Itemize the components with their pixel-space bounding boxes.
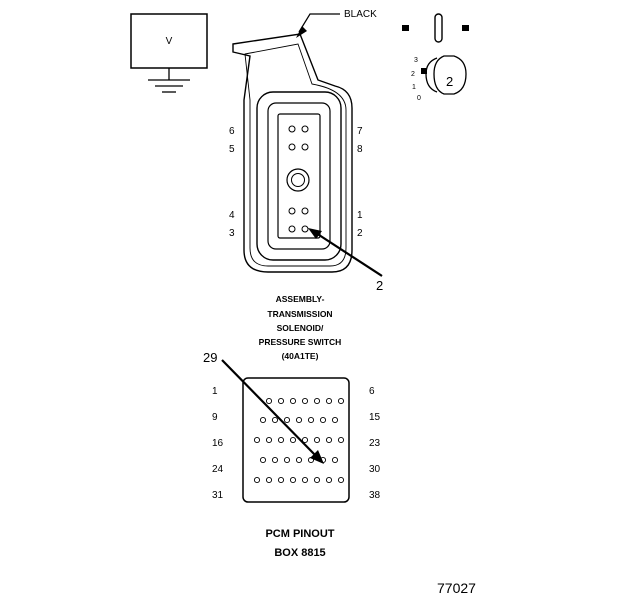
connector-caption: ASSEMBLY- TRANSMISSION SOLENOID/ PRESSUR…	[259, 294, 342, 361]
connector-callout: 2	[308, 228, 383, 293]
figure-number: 77027	[437, 580, 476, 596]
connector-callout-number: 2	[376, 278, 383, 293]
connector-pin-label: 2	[357, 228, 363, 239]
ignition-switch-icon: 3 2 1 0 2	[402, 13, 469, 102]
connector-pin-label: 8	[357, 144, 363, 155]
solenoid-connector	[232, 33, 353, 273]
svg-text:PRESSURE SWITCH: PRESSURE SWITCH	[259, 337, 342, 347]
pcm-row-label: 38	[369, 490, 381, 501]
wire-color-label: BLACK	[344, 9, 377, 20]
connector-pin-label: 6	[229, 126, 235, 137]
pcm-row-label: 31	[212, 490, 224, 501]
connector-pin-label: 3	[229, 228, 235, 239]
connector-pin-label: 1	[357, 210, 363, 221]
svg-text:1: 1	[412, 84, 416, 91]
svg-text:(40A1TE): (40A1TE)	[282, 351, 319, 361]
key-slot-icon	[434, 13, 443, 43]
svg-text:ASSEMBLY-: ASSEMBLY-	[276, 294, 325, 304]
svg-text:TRANSMISSION: TRANSMISSION	[267, 309, 332, 319]
switch-callout-number: 2	[446, 74, 453, 89]
pcm-row-label: 24	[212, 464, 224, 475]
connector-pin-label: 4	[229, 210, 235, 221]
pcm-row-label: 23	[369, 438, 381, 449]
connector-pin-label: 5	[229, 144, 235, 155]
svg-text:0: 0	[417, 95, 421, 102]
pcm-caption: PCM PINOUT BOX 8815	[265, 528, 334, 559]
connector-center-hole	[286, 168, 310, 192]
pcm-row-label: 6	[369, 386, 375, 397]
pcm-pinout-box	[242, 377, 350, 503]
svg-text:2: 2	[411, 71, 415, 78]
pcm-row-label: 15	[369, 412, 381, 423]
voltmeter: V	[130, 13, 208, 93]
svg-text:PCM PINOUT: PCM PINOUT	[265, 528, 334, 540]
svg-text:SOLENOID/: SOLENOID/	[277, 323, 324, 333]
pcm-callout-number: 29	[203, 350, 217, 365]
ground-icon	[148, 68, 190, 93]
svg-text:3: 3	[414, 57, 418, 64]
pcm-pin-holes	[253, 397, 345, 484]
pcm-row-label: 30	[369, 464, 381, 475]
svg-text:BOX 8815: BOX 8815	[274, 547, 325, 559]
pcm-row-label: 16	[212, 438, 224, 449]
pcm-row-label: 9	[212, 412, 218, 423]
voltmeter-label: V	[166, 36, 173, 47]
pcm-row-label: 1	[212, 386, 218, 397]
wire-color-callout: BLACK	[296, 9, 377, 38]
pcm-callout: 29	[203, 350, 324, 464]
connector-pin-label: 7	[357, 126, 363, 137]
